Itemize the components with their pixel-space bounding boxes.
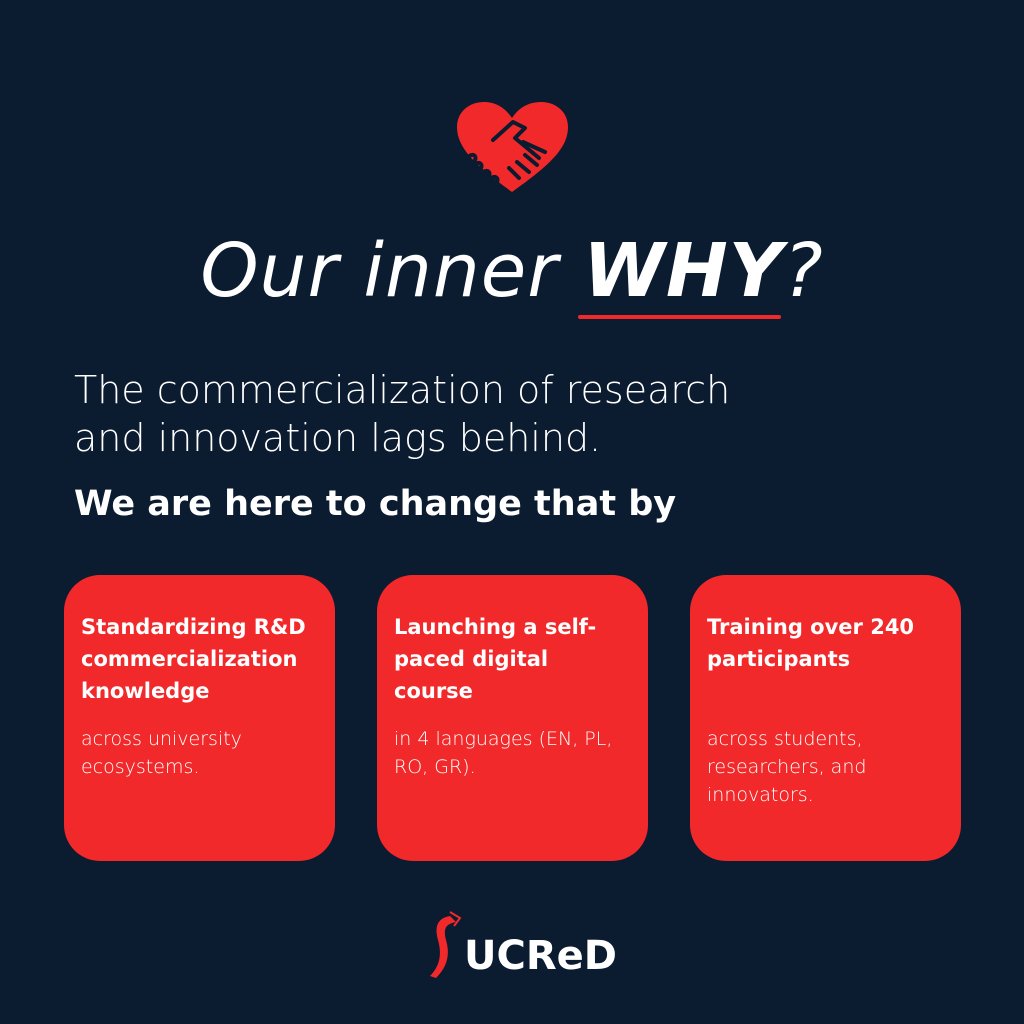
heart-handshake-icon [457, 102, 568, 192]
s-swoosh-icon [430, 911, 462, 978]
subheading: We are here to change that by [74, 484, 677, 524]
card-description: in 4 languages (EN, PL, RO, GR). [394, 728, 613, 778]
card-course: Launching a self-paced digital course in… [377, 575, 648, 861]
card-training: Training over 240 participants across st… [690, 575, 961, 861]
card-title: Standardizing R&D commercialization know… [81, 615, 306, 703]
title-prefix: Our inner [200, 228, 584, 314]
title-emphasis: WHY [583, 228, 784, 314]
page-title: Our inner WHY? [0, 228, 1024, 314]
title-underline [578, 315, 781, 319]
lead-text: The commercialization of research and in… [74, 366, 730, 462]
logo-wordmark: UCReD [464, 933, 617, 979]
card-description: across university ecosystems. [81, 728, 242, 778]
sucred-logo: UCReD [428, 905, 617, 980]
card-description: across students, researchers, and innova… [707, 728, 867, 806]
lead-line-2: and innovation lags behind. [74, 416, 602, 460]
title-suffix: ? [783, 228, 824, 314]
lead-line-1: The commercialization of research [74, 368, 731, 412]
card-standardizing: Standardizing R&D commercialization know… [64, 575, 335, 861]
card-title: Training over 240 participants [707, 615, 915, 671]
card-title: Launching a self-paced digital course [394, 615, 597, 703]
